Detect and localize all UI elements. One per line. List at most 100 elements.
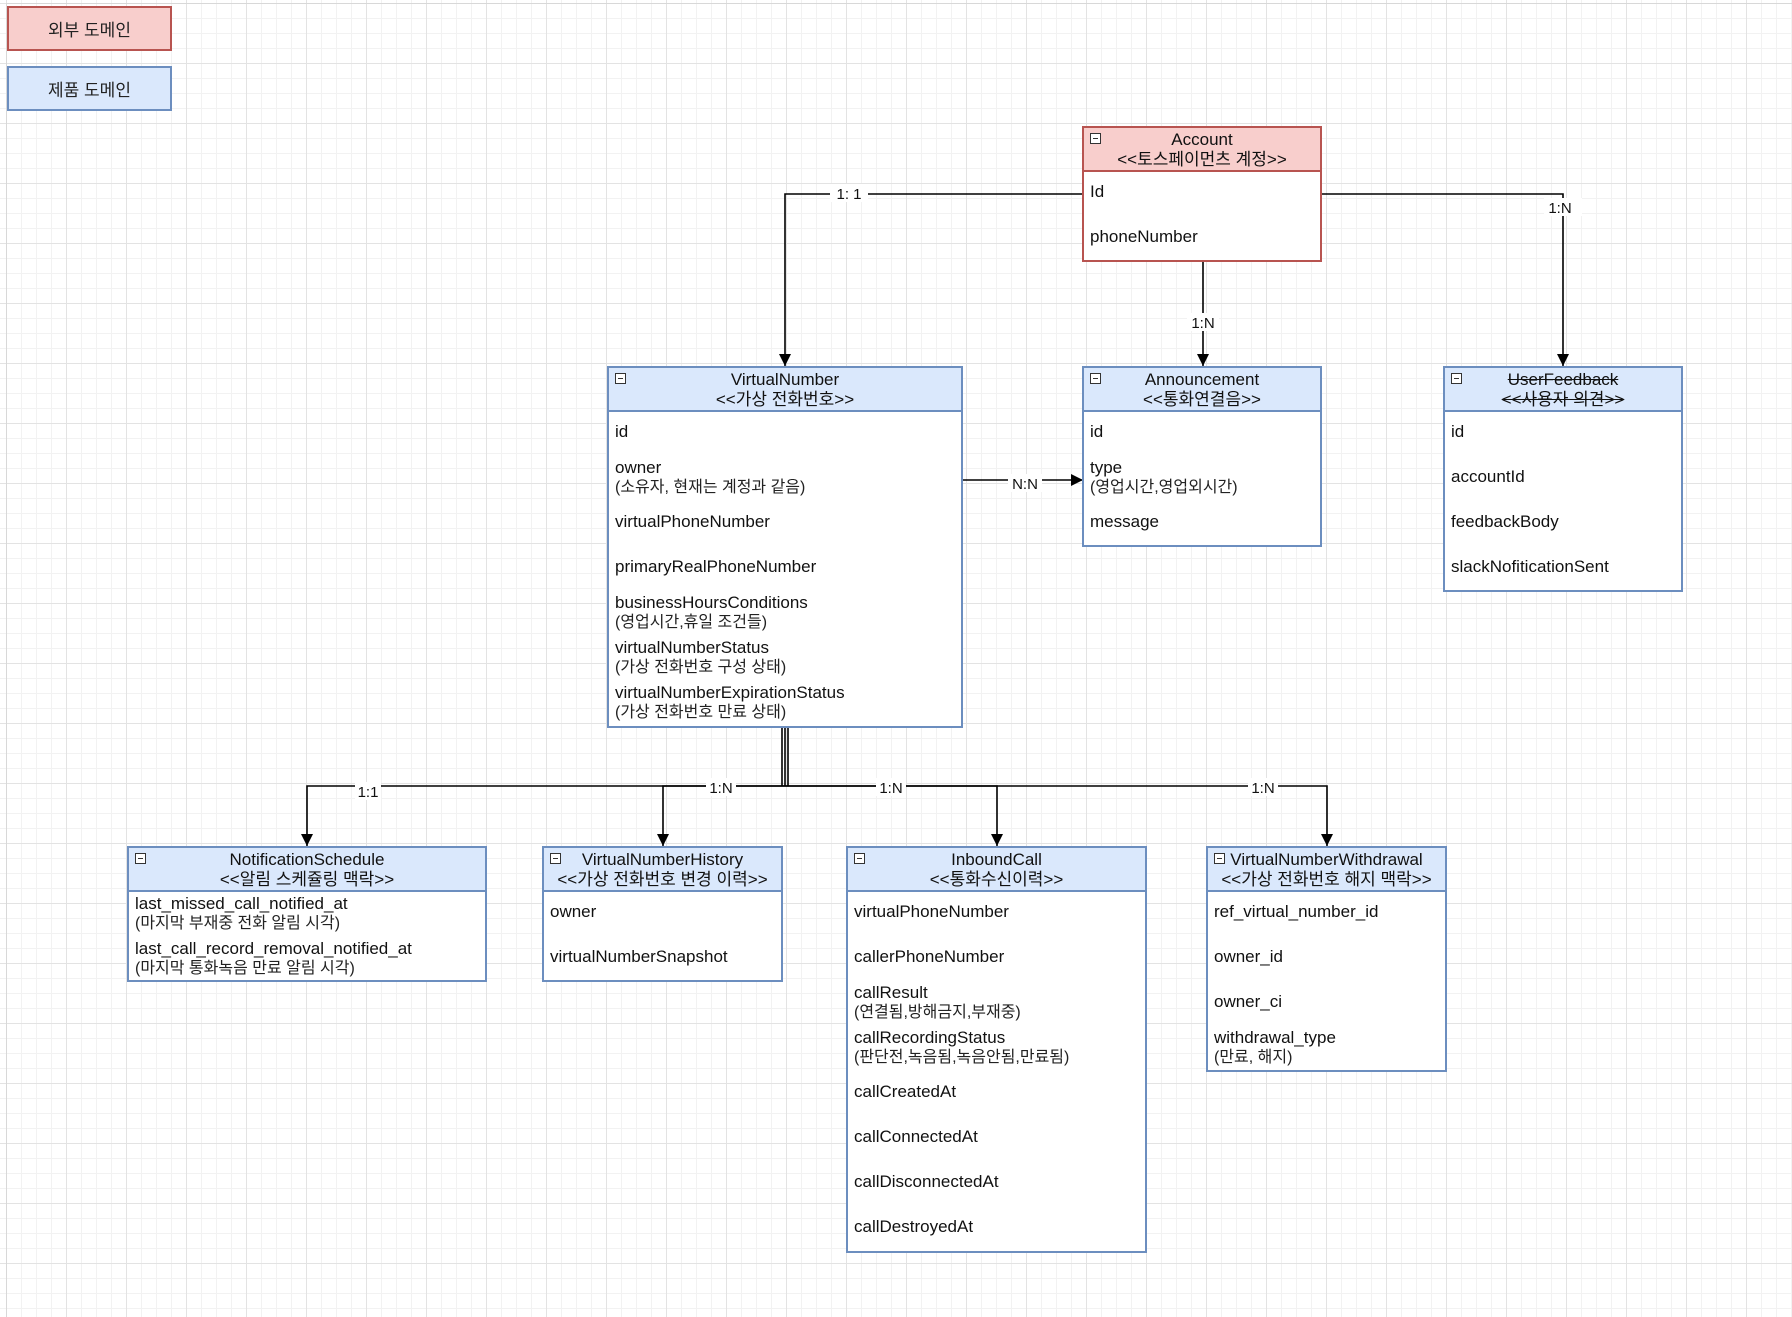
field-virtual-number-snapshot[interactable]: virtualNumberSnapshot (550, 947, 777, 967)
field-name: owner (550, 902, 597, 921)
label-account-announcement: 1:N (1191, 315, 1214, 332)
field-business-hours-conditions[interactable]: businessHoursConditions(영업시간,휴일 조건들) (615, 593, 957, 632)
field-name: callCreatedAt (854, 1082, 957, 1101)
legend-external-domain[interactable]: 외부 도메인 (7, 6, 172, 51)
field-owner[interactable]: owner (550, 902, 777, 922)
field-owner-ci[interactable]: owner_ci (1214, 992, 1441, 1012)
field-note: (영업시간,휴일 조건들) (615, 614, 768, 631)
field-phone-number[interactable]: phoneNumber (1090, 227, 1316, 247)
collapse-toggle-icon[interactable] (1214, 853, 1225, 864)
edge-virtual-number-trunk (781, 726, 789, 786)
entity-header[interactable]: Announcement <<통화연결음>> (1084, 368, 1320, 412)
field-name: primaryRealPhoneNumber (615, 557, 817, 576)
field-owner-id[interactable]: owner_id (1214, 947, 1441, 967)
field-ref-virtual-number-id[interactable]: ref_virtual_number_id (1214, 902, 1441, 922)
diagram-canvas (6, 3, 1792, 1317)
entity-stereotype: <<토스페이먼츠 계정>> (1117, 150, 1287, 169)
entity-name: NotificationSchedule (229, 850, 385, 869)
entity-header[interactable]: VirtualNumberHistory <<가상 전화번호 변경 이력>> (544, 848, 781, 892)
field-name: virtualNumberSnapshot (550, 947, 728, 966)
field-note: (마지막 통화녹음 만료 알림 시각) (135, 960, 355, 977)
field-name: callConnectedAt (854, 1127, 978, 1146)
entity-stereotype: <<가상 전화번호 변경 이력>> (557, 870, 768, 889)
field-account-id[interactable]: accountId (1451, 467, 1677, 487)
collapse-toggle-icon[interactable] (550, 853, 561, 864)
collapse-toggle-icon[interactable] (135, 853, 146, 864)
field-slack-notification-sent[interactable]: slackNofiticationSent (1451, 557, 1677, 577)
label-account-user-feedback: 1:N (1548, 200, 1571, 217)
field-virtual-phone-number[interactable]: virtualPhoneNumber (615, 512, 957, 532)
collapse-toggle-icon[interactable] (1451, 373, 1462, 384)
collapse-toggle-icon[interactable] (615, 373, 626, 384)
field-name: withdrawal_type (1214, 1028, 1336, 1047)
field-id[interactable]: id (1090, 422, 1316, 442)
field-call-result[interactable]: callResult(연결됨,방해금지,부재중) (854, 983, 1141, 1022)
field-last-call-record-removal-notified-at[interactable]: last_call_record_removal_notified_at (마지막… (135, 939, 481, 978)
edge-virtual-number-history (657, 785, 785, 846)
legend-product-domain[interactable]: 제품 도메인 (7, 66, 172, 111)
field-caller-phone-number[interactable]: callerPhoneNumber (854, 947, 1141, 967)
field-name: Id (1090, 182, 1105, 201)
field-feedback-body[interactable]: feedbackBody (1451, 512, 1677, 532)
field-note: (판단전,녹음됨,녹음안됨,만료됨) (854, 1049, 1070, 1066)
entity-stereotype: <<가상 전화번호>> (715, 390, 855, 409)
collapse-toggle-icon[interactable] (1090, 373, 1101, 384)
entity-header[interactable]: InboundCall <<통화수신이력>> (848, 848, 1145, 892)
field-virtual-number-expiration-status[interactable]: virtualNumberExpirationStatus(가상 전화번호 만료… (615, 683, 957, 722)
field-note: (마지막 부재중 전화 알림 시각) (135, 915, 341, 932)
entity-virtual-number[interactable]: VirtualNumber <<가상 전화번호>> id owner (소유자, … (607, 366, 963, 728)
field-id[interactable]: id (615, 422, 957, 442)
field-call-recording-status[interactable]: callRecordingStatus (판단전,녹음됨,녹음안됨,만료됨) (854, 1028, 1141, 1067)
field-name: callRecordingStatus (854, 1028, 1006, 1047)
field-note: (가상 전화번호 만료 상태) (615, 704, 787, 721)
field-call-connected-at[interactable]: callConnectedAt (854, 1127, 1141, 1147)
label-virtual-number-withdrawal: 1:N (1251, 780, 1274, 797)
collapse-toggle-icon[interactable] (1090, 133, 1101, 144)
field-owner[interactable]: owner (소유자, 현재는 계정과 같음) (615, 458, 957, 497)
entity-header[interactable]: VirtualNumberWithdrawal <<가상 전화번호 해지 맥락>… (1208, 848, 1445, 892)
edge-account-user-feedback (1321, 193, 1569, 366)
entity-virtual-number-history[interactable]: VirtualNumberHistory <<가상 전화번호 변경 이력>> o… (542, 846, 783, 982)
entity-virtual-number-withdrawal[interactable]: VirtualNumberWithdrawal <<가상 전화번호 해지 맥락>… (1206, 846, 1447, 1072)
entity-header[interactable]: UserFeedback <<사용자 의견>> (1445, 368, 1681, 412)
field-call-destroyed-at[interactable]: callDestroyedAt (854, 1217, 1141, 1237)
field-name: owner_ci (1214, 992, 1283, 1011)
entity-notification-schedule[interactable]: NotificationSchedule <<알림 스케쥴링 맥락>> last… (127, 846, 487, 982)
entity-user-feedback[interactable]: UserFeedback <<사용자 의견>> id accountId fee… (1443, 366, 1683, 592)
entity-announcement[interactable]: Announcement <<통화연결음>> id type(영업시간,영업외시… (1082, 366, 1322, 547)
entity-header[interactable]: NotificationSchedule <<알림 스케쥴링 맥락>> (129, 848, 485, 892)
field-name: id (615, 422, 629, 441)
entity-header[interactable]: Account <<토스페이먼츠 계정>> (1084, 128, 1320, 172)
field-call-disconnected-at[interactable]: callDisconnectedAt (854, 1172, 1141, 1192)
field-id[interactable]: Id (1090, 182, 1316, 202)
field-type[interactable]: type(영업시간,영업외시간) (1090, 458, 1316, 497)
field-withdrawal-type[interactable]: withdrawal_type(만료, 해지) (1214, 1028, 1441, 1067)
entity-inbound-call[interactable]: InboundCall <<통화수신이력>> virtualPhoneNumbe… (846, 846, 1147, 1253)
entity-header[interactable]: VirtualNumber <<가상 전화번호>> (609, 368, 961, 412)
field-primary-real-phone-number[interactable]: primaryRealPhoneNumber (615, 557, 957, 577)
entity-name: VirtualNumber (730, 370, 840, 389)
field-virtual-number-status[interactable]: virtualNumberStatus(가상 전화번호 구성 상태) (615, 638, 957, 677)
field-message[interactable]: message (1090, 512, 1316, 532)
field-virtual-phone-number[interactable]: virtualPhoneNumber (854, 902, 1141, 922)
entity-account[interactable]: Account <<토스페이먼츠 계정>> Id phoneNumber (1082, 126, 1322, 262)
field-call-created-at[interactable]: callCreatedAt (854, 1082, 1141, 1102)
collapse-toggle-icon[interactable] (854, 853, 865, 864)
field-name: callDisconnectedAt (854, 1172, 999, 1191)
field-name: callResult (854, 983, 928, 1002)
entity-name: VirtualNumberWithdrawal (1230, 850, 1423, 869)
field-name: message (1090, 512, 1159, 531)
field-id[interactable]: id (1451, 422, 1677, 442)
field-name: callDestroyedAt (854, 1217, 974, 1236)
field-note: (소유자, 현재는 계정과 같음) (615, 479, 806, 496)
field-name: owner (615, 458, 662, 477)
field-name: last_call_record_removal_notified_at (135, 939, 412, 958)
entity-name: Announcement (1144, 370, 1260, 389)
field-name: accountId (1451, 467, 1525, 486)
field-name: virtualNumberStatus (615, 638, 770, 657)
label-notification-schedule: 1:1 (358, 784, 379, 801)
entity-stereotype: <<가상 전화번호 해지 맥락>> (1221, 870, 1432, 889)
field-name: callerPhoneNumber (854, 947, 1005, 966)
field-last-missed-call-notified-at[interactable]: last_missed_call_notified_at(마지막 부재중 전화 … (135, 894, 481, 933)
field-note: (영업시간,영업외시간) (1090, 479, 1238, 496)
